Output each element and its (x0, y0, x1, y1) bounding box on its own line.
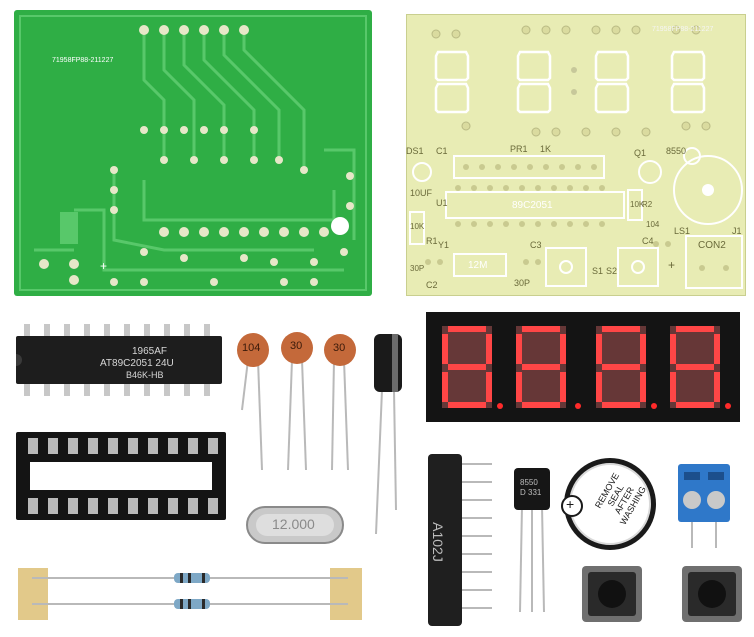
label-10uf: 10UF (410, 188, 433, 198)
buzzer: + REMOVE SEAL AFTER WASHING (556, 456, 660, 552)
label-c4: C4 (642, 236, 654, 246)
transistor-art (514, 468, 550, 613)
label-r1: R1 (426, 236, 438, 246)
ic-socket (16, 432, 226, 520)
mcu-line3: B46K-HB (126, 370, 164, 380)
label-j1: J1 (732, 226, 742, 236)
seven-segment-display (426, 312, 740, 422)
crystal-label: 12.000 (272, 516, 315, 532)
label-r2: R2 (642, 200, 653, 209)
label-s1: S1 (592, 266, 604, 276)
cap-104-label: 104 (242, 342, 261, 354)
resistors (18, 566, 364, 622)
label-pr1: PR1 (510, 144, 528, 154)
tactile-switch-1-art (582, 566, 642, 622)
label-c3: C3 (530, 240, 542, 250)
label-ds1: DS1 (406, 146, 424, 156)
label-12m: 12M (468, 260, 488, 271)
cap-30a-label: 30 (290, 340, 303, 352)
label-u1: U1 (436, 198, 448, 208)
label-89c2051: 89C2051 (512, 200, 553, 211)
ceramic-capacitors: 104 30 30 (236, 330, 366, 476)
cap-30b-label: 30 (333, 342, 346, 354)
label-r2-value: 10K (630, 200, 645, 209)
pcb-back-code: 71958FP88-211227 (52, 57, 114, 64)
label-c2: C2 (426, 280, 438, 290)
resistor-network-art (428, 454, 492, 626)
svg-text:+: + (100, 259, 107, 273)
electrolytic-capacitor-art (374, 334, 402, 535)
mcu-chip-body (16, 324, 222, 396)
mcu-line2: AT89C2051 24U (100, 358, 174, 369)
label-8550: 8550 (666, 146, 687, 156)
resistors-art (18, 568, 362, 620)
pcb-front-board (405, 13, 747, 297)
resistor-network: A102J (426, 452, 494, 628)
seven-segment-display-art (426, 312, 740, 422)
label-30p-left: 30P (410, 264, 425, 273)
label-30p-right: 30P (514, 278, 531, 288)
transistor-line1: 8550 (520, 478, 538, 487)
label-y1: Y1 (438, 240, 450, 250)
crystal: 12.000 (246, 506, 344, 544)
pcb-front: 71958FP88-211227 DS1 C1 PR1 1K Q1 8550 1… (405, 13, 747, 297)
ic-socket-body (16, 432, 226, 520)
label-c1: C1 (436, 146, 448, 156)
label-1k: 1K (540, 144, 552, 154)
label-con2: CON2 (698, 240, 726, 251)
transistor-line2: D 331 (520, 488, 542, 497)
ceramic-capacitors-art (237, 332, 356, 471)
tactile-switch-2-art (682, 566, 742, 622)
label-ls1: LS1 (674, 226, 691, 236)
mcu-chip: 1965AF AT89C2051 24U B46K-HB (14, 320, 226, 400)
label-104: 104 (646, 220, 660, 229)
terminal-block (676, 462, 732, 550)
electrolytic-capacitor (368, 330, 408, 535)
transistor: 8550 D 331 (510, 466, 554, 616)
crystal-body (246, 506, 344, 544)
label-s2: S2 (606, 266, 618, 276)
label-plus: + (668, 258, 676, 272)
label-r1-value: 10K (410, 222, 425, 231)
mcu-line1: 1965AF (132, 346, 168, 357)
buzzer-plus: + (566, 496, 575, 512)
tactile-switch-1 (580, 562, 644, 626)
pcb-back-traces: + (14, 10, 372, 296)
terminal-block-art (678, 464, 730, 548)
tactile-switch-2 (680, 562, 744, 626)
buzzer-art (561, 458, 656, 550)
pcb-front-code: 71958FP88-211227 (652, 26, 714, 33)
label-q1: Q1 (634, 148, 647, 158)
pcb-back: + 71958FP88-211227 (14, 10, 372, 296)
resistor-network-label: A102J (429, 522, 446, 562)
